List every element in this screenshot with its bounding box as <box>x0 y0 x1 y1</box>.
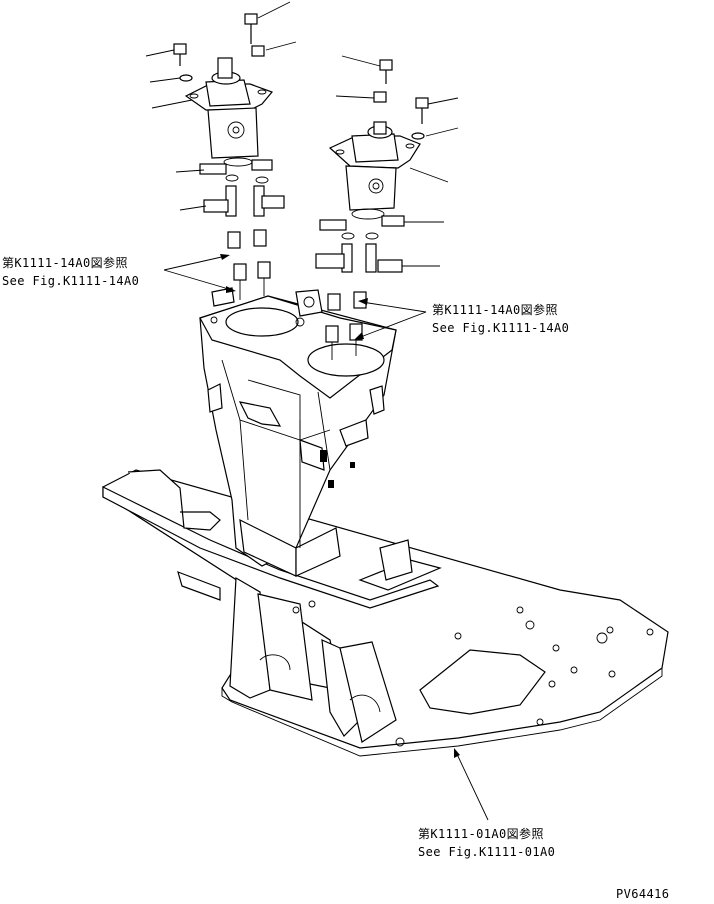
callout-arrows <box>163 254 489 821</box>
callout-right-jp: 第K1111-14A0図参照 <box>432 302 558 317</box>
drawing-id: PV64416 <box>616 887 669 901</box>
callout-left: 第K1111-14A0図参照 See Fig.K1111-14A0 <box>2 255 139 288</box>
callout-right: 第K1111-14A0図参照 See Fig.K1111-14A0 <box>432 302 569 335</box>
callout-bottom-en: See Fig.K1111-01A0 <box>418 845 555 859</box>
callout-right-en: See Fig.K1111-14A0 <box>432 321 569 335</box>
right-ppc-valve <box>315 55 459 360</box>
callout-bottom-jp: 第K1111-01A0図参照 <box>418 826 544 841</box>
left-ppc-valve <box>145 1 297 300</box>
callout-left-jp: 第K1111-14A0図参照 <box>2 255 128 270</box>
callout-bottom: 第K1111-01A0図参照 See Fig.K1111-01A0 <box>418 826 555 859</box>
support-legs <box>177 539 442 743</box>
console-tower <box>199 287 397 577</box>
callout-left-en: See Fig.K1111-14A0 <box>2 274 139 288</box>
